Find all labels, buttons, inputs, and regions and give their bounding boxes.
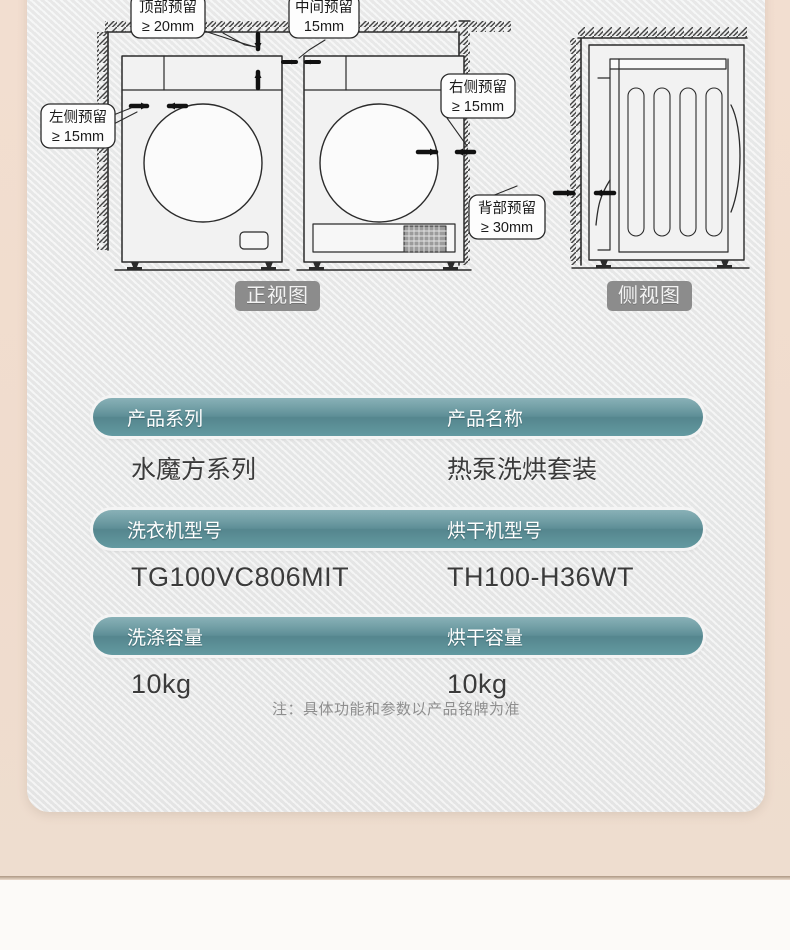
spec-footnote: 注：具体功能和参数以产品铭牌为准 [271,701,520,718]
callout-left-clearance: 左侧预留 ≥ 15mm [40,103,116,149]
callout-left-line2: ≥ 15mm [52,129,104,145]
installation-diagram-svg [97,20,750,271]
spec-header-models: 洗衣机型号 烘干机型号 [93,510,703,548]
callout-back-clearance: 背部预留 ≥ 30mm [468,194,546,240]
spec-value-product-series: 水魔方系列 [131,456,257,484]
spec-values-capacity: 10kg 10kg [93,655,703,710]
callout-top-line1: 顶部预留 [139,0,197,16]
spec-value-wash-capacity: 10kg [131,669,192,699]
spec-row-models: 洗衣机型号 烘干机型号 TG100VC806MIT TH100-H36WT [93,510,703,603]
spec-row-capacity: 洗涤容量 烘干容量 10kg 10kg [93,617,703,710]
callout-left-line1: 左侧预留 [49,109,107,126]
spec-row-series: 产品系列 产品名称 水魔方系列 热泵洗烘套装 [93,398,703,496]
spec-value-dryer-model: TH100-H36WT [447,562,635,592]
spec-header-product-name: 产品名称 [447,408,524,430]
clearance-callout-layer: 顶部预留 ≥ 20mm 中间预留 15mm 左侧预留 ≥ 15mm 右侧预留 ≥ [40,0,546,240]
page-background-white [0,880,790,950]
callout-right-line2: ≥ 15mm [452,99,504,115]
spec-values-models: TG100VC806MIT TH100-H36WT [93,548,703,603]
spec-value-washer-model: TG100VC806MIT [131,562,350,592]
callout-right-line1: 右侧预留 [449,79,507,96]
spec-value-product-name: 热泵洗烘套装 [447,456,598,484]
spec-value-dry-capacity: 10kg [447,669,508,699]
callout-top-line2: ≥ 20mm [142,19,194,35]
specification-table: 产品系列 产品名称 水魔方系列 热泵洗烘套装 洗衣机型号 烘干机型号 TG100… [93,398,703,724]
spec-header-washer-model: 洗衣机型号 [127,520,223,542]
spec-header-dryer-model: 烘干机型号 [447,520,543,542]
spec-header-product-series: 产品系列 [127,408,204,430]
callout-right-clearance: 右侧预留 ≥ 15mm [440,73,516,119]
caption-side-view: 侧视图 [607,281,692,311]
callout-middle-clearance: 中间预留 15mm [288,0,360,39]
spec-header-wash-capacity: 洗涤容量 [127,627,204,649]
callout-middle-line2: 15mm [304,19,344,35]
callout-back-line2: ≥ 30mm [481,220,533,236]
spec-header-series: 产品系列 产品名称 [93,398,703,436]
callout-top-clearance: 顶部预留 ≥ 20mm [130,0,206,39]
spec-header-dry-capacity: 烘干容量 [447,627,524,649]
callout-back-line1: 背部预留 [478,200,536,217]
spec-values-series: 水魔方系列 热泵洗烘套装 [93,436,703,496]
callout-middle-line1: 中间预留 [295,0,353,16]
installation-clearance-diagram: 顶部预留 ≥ 20mm 中间预留 15mm 左侧预留 ≥ 15mm 右侧预留 ≥ [27,0,765,320]
caption-front-view: 正视图 [235,281,320,311]
spec-header-capacity: 洗涤容量 烘干容量 [93,617,703,655]
page-background-divider [0,876,790,880]
product-spec-card: 顶部预留 ≥ 20mm 中间预留 15mm 左侧预留 ≥ 15mm 右侧预留 ≥ [27,0,765,812]
